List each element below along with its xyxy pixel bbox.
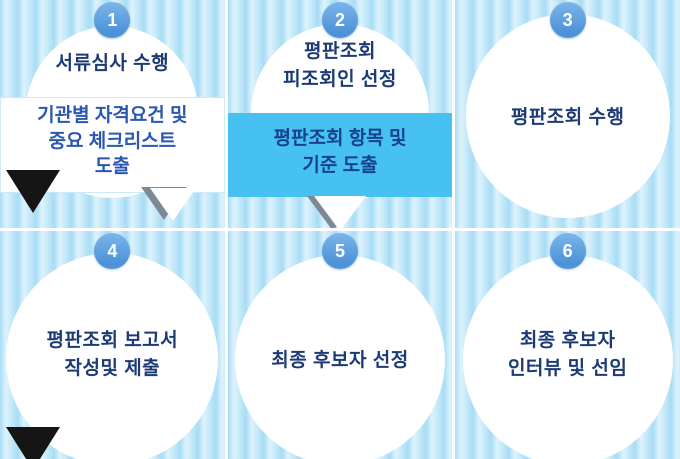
step-5-bubble [234,255,445,459]
step-6-number: 6 [562,240,573,261]
step-3-title: 평판조회 수행 [510,107,625,128]
step-4-title: 평판조회 보고서 작성및 제출 [46,330,179,379]
step-4-tail-shadow-icon [6,427,60,459]
step-1-number: 1 [107,9,118,30]
step-2-cell: 평판조회 피조회인 선정 평판조회 항목 및 기준 도출 2 [227,0,453,228]
step-1-tail-shadow-icon [6,170,60,213]
step-4-number-badge: 4 [94,233,131,269]
step-4-tail-icon [88,443,137,459]
step-5-cell: 최종 후보자 선정 5 [227,231,453,459]
step-1-cell: 서류심사 수행 기관별 자격요건 및 중요 체크리스트 도출 1 [0,0,225,228]
step-1-callout: 기관별 자격요건 및 중요 체크리스트 도출 [0,97,225,193]
step-6-title: 최종 후보자 인터뷰 및 선임 [507,330,628,379]
step-6-cell: 최종 후보자 인터뷰 및 선임 6 [455,231,680,459]
step-5-title: 최종 후보자 선정 [271,350,409,371]
step-2-tail-icon [313,196,366,228]
step-2-number-badge: 2 [321,2,358,38]
step-3-number-badge: 3 [549,2,586,38]
step-6-tail-icon [543,443,592,459]
step-2-callout: 평판조회 항목 및 기준 도출 [227,113,453,197]
step-2-number: 2 [334,9,345,30]
step-1-number-badge: 1 [94,2,131,38]
step-5-number: 5 [334,240,345,261]
step-6-number-badge: 6 [549,233,586,269]
step-5-number-badge: 5 [321,233,358,269]
step-6-bubble [462,255,673,459]
step-4-number: 4 [107,240,118,261]
step-5-tail-icon [315,443,364,459]
step-1-title: 서류심사 수행 [55,53,170,74]
step-1-tail-icon [150,188,196,221]
step-2-title: 평판조회 피조회인 선정 [283,41,397,90]
step-4-bubble [6,253,219,459]
step-4-cell: 평판조회 보고서 작성및 제출 4 [0,231,225,459]
step-3-number: 3 [562,9,573,30]
step-3-cell: 평판조회 수행 3 [455,0,680,228]
step-3-bubble [465,14,670,218]
